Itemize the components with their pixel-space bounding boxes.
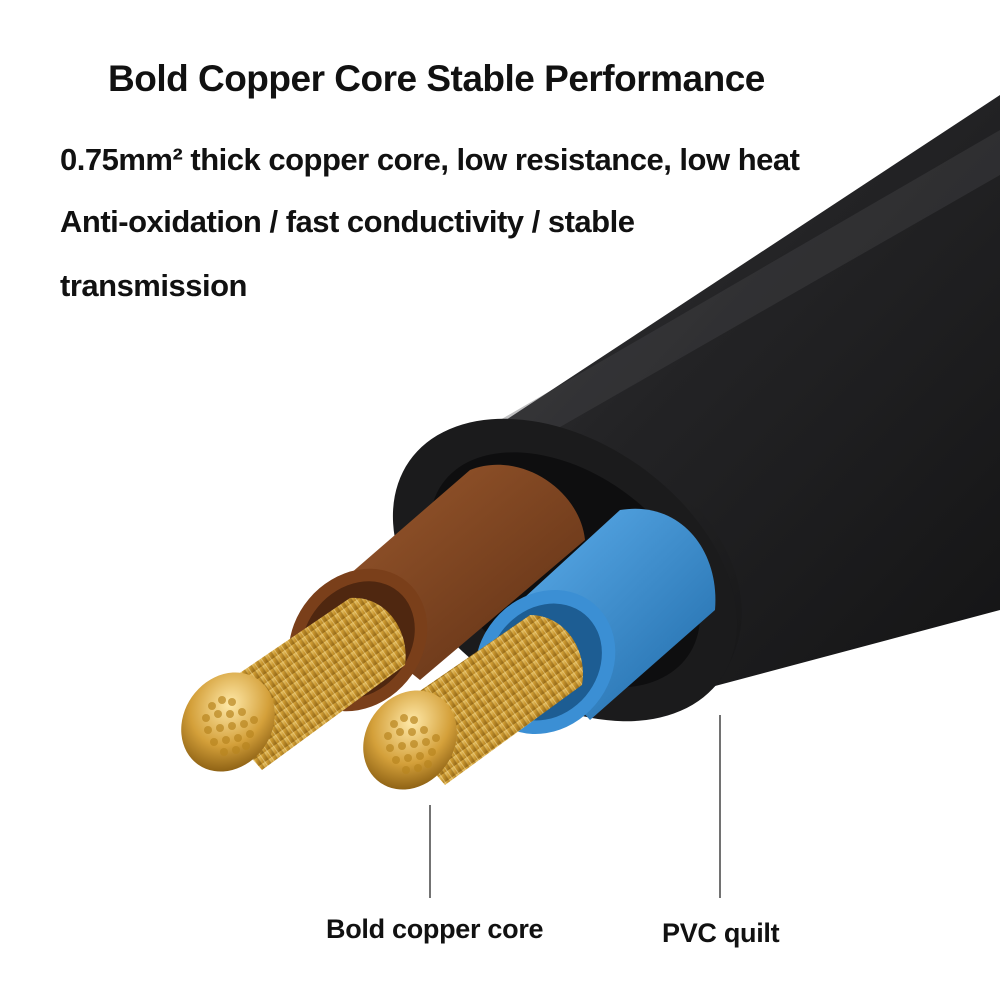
description-line-3: transmission <box>60 268 247 303</box>
jacket-highlight <box>500 130 1000 450</box>
callout-copper-core: Bold copper core <box>326 914 544 944</box>
callout-pvc-quilt: PVC quilt <box>662 918 780 948</box>
brown-copper-end <box>181 672 275 772</box>
headline: Bold Copper Core Stable Performance <box>108 58 765 99</box>
blue-strand-ends <box>384 714 440 774</box>
brown-strand-ends <box>202 696 258 756</box>
description-line-2: Anti-oxidation / fast conductivity / sta… <box>60 204 635 239</box>
description-line-1: 0.75mm² thick copper core, low resistanc… <box>60 142 800 177</box>
blue-copper-end <box>363 690 457 790</box>
